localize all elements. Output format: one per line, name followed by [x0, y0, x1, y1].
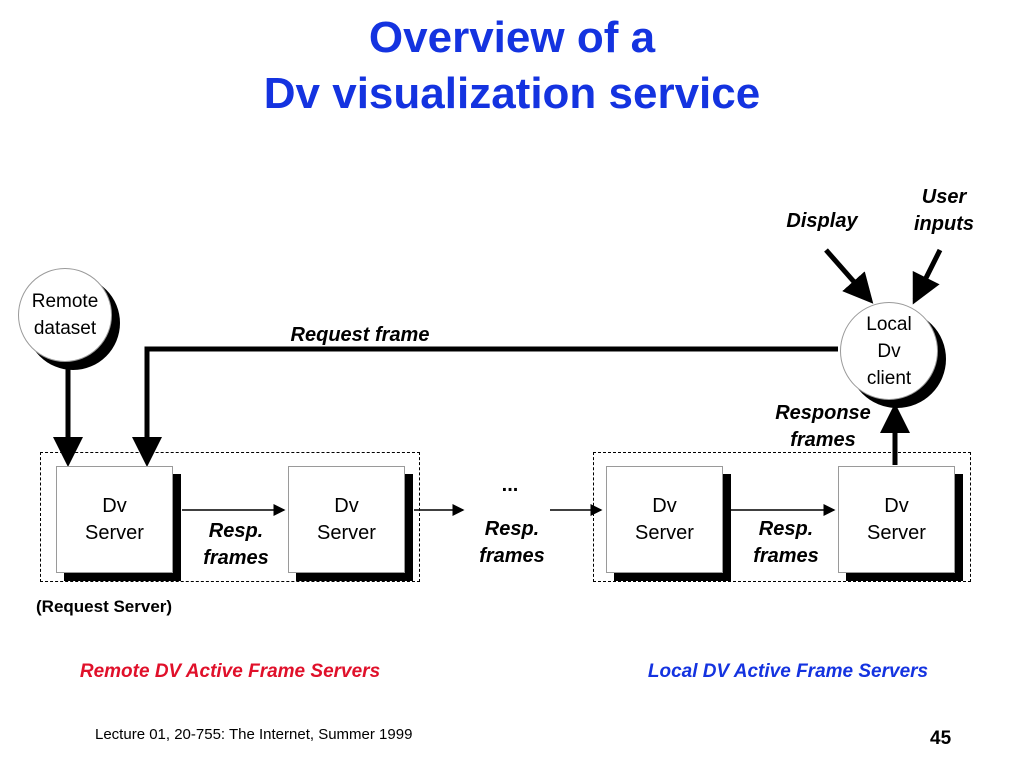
resp-frames-label-2: Resp. frames — [462, 516, 562, 570]
resp-frames-2-line1: Resp. — [484, 518, 540, 540]
request-server-caption: (Request Server) — [36, 597, 173, 616]
user-inputs-to-client-arrow — [912, 248, 943, 305]
remote-group-caption: Remote DV Active Frame Servers — [79, 661, 381, 682]
local-client-label-line1: Local — [866, 313, 912, 335]
local-servers-group — [593, 452, 971, 582]
slide-title-line2: Dv visualization service — [263, 69, 761, 118]
resp-frames-1-line1: Resp. — [208, 520, 264, 542]
user-inputs-line2: inputs — [914, 213, 974, 235]
display-label: Display — [786, 210, 858, 232]
dv-server-4: Dv Server — [838, 466, 955, 573]
request-frame-label: Request frame — [290, 324, 430, 346]
dv-server-3-line1: Dv — [652, 494, 677, 517]
dv-server-2-line2: Server — [317, 521, 376, 544]
resp-frames-1-line2: frames — [203, 547, 269, 569]
ellipsis-label: ... — [501, 474, 519, 496]
dv-server-2-line1: Dv — [334, 494, 359, 517]
resp-frames-3-line1: Resp. — [758, 518, 814, 540]
local-group-caption: Local DV Active Frame Servers — [647, 661, 929, 682]
resp-frames-label-3: Resp. frames — [736, 516, 836, 570]
request-frame-line — [132, 346, 838, 467]
response-frames-line1: Response — [775, 402, 871, 424]
dv-server-1: Dv Server — [56, 466, 173, 573]
dv-server-1-line2: Server — [85, 521, 144, 544]
local-client-label-line3: client — [866, 367, 912, 389]
dv-server-3: Dv Server — [606, 466, 723, 573]
response-frames-line2: frames — [790, 429, 856, 451]
dv-server-3-line2: Server — [635, 521, 694, 544]
lecture-footer: Lecture 01, 20-755: The Internet, Summer… — [95, 726, 413, 743]
remote-dataset-node: Remote dataset — [18, 268, 112, 362]
dv-server-2: Dv Server — [288, 466, 405, 573]
dv-server-4-line2: Server — [867, 521, 926, 544]
remote-dataset-label-line1: Remote — [31, 291, 99, 312]
local-client-node: Local Dv client — [840, 302, 938, 400]
dv-server-1-line1: Dv — [102, 494, 127, 517]
remote-dataset-label-line2: dataset — [33, 318, 97, 339]
response-frames-label: Response frames — [758, 400, 888, 454]
local-client-label-line2: Dv — [877, 340, 901, 362]
user-inputs-label: User inputs — [894, 184, 994, 238]
resp-frames-2-line2: frames — [479, 545, 545, 567]
display-to-client-arrow — [824, 248, 874, 304]
resp-frames-label-1: Resp. frames — [186, 518, 286, 572]
page-number: 45 — [930, 728, 952, 749]
resp-frames-3-line2: frames — [753, 545, 819, 567]
remote-servers-group — [40, 452, 420, 582]
slide-title-line1: Overview of a — [368, 13, 656, 62]
dv-server-4-line1: Dv — [884, 494, 909, 517]
user-inputs-line1: User — [921, 186, 967, 208]
